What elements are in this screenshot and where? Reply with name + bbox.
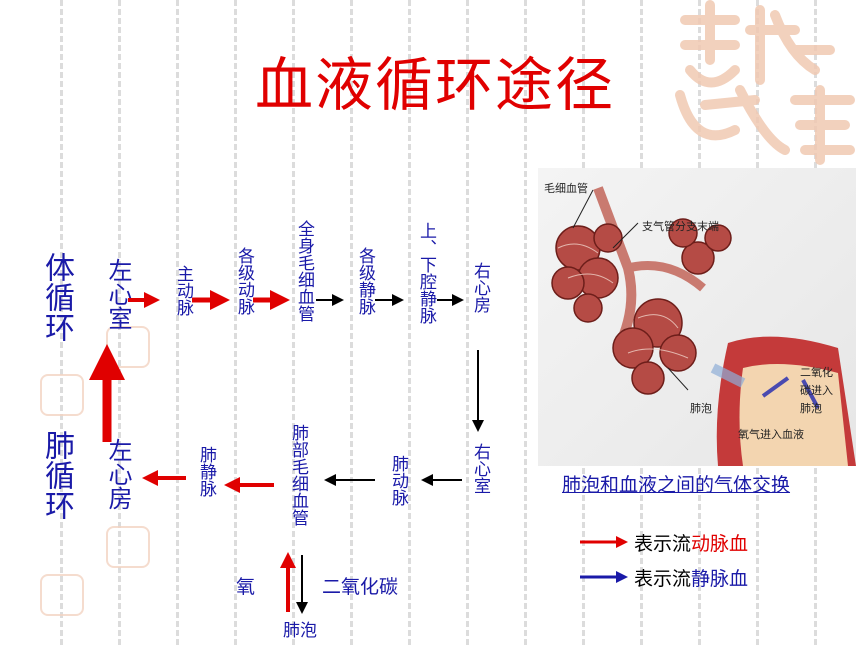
node-aorta: 主动脉 [173, 265, 193, 316]
node-pulmonary-vein: 肺静脉 [196, 446, 216, 497]
legend-arterial: 表示流动脉血 [634, 529, 748, 556]
node-veins: 各级静脉 [355, 247, 375, 315]
decorative-seal-art [675, 0, 855, 165]
legend-venous-prefix: 表示流 [634, 568, 692, 590]
legend-venous: 表示流静脉血 [634, 564, 748, 591]
node-left-atrium: 左心房 [104, 438, 132, 510]
small-seal-icon [106, 526, 150, 568]
pulmonary-circulation-label: 肺循环 [39, 430, 74, 520]
legend-venous-word: 静脉血 [691, 568, 749, 590]
node-pulmonary-artery: 肺动脉 [388, 455, 408, 506]
illustration-caption[interactable]: 肺泡和血液之间的气体交换 [562, 474, 791, 496]
systemic-circulation-label: 体循环 [39, 252, 74, 342]
o2-callout: 氧气进入血液 [738, 428, 804, 441]
node-right-atrium: 右心房 [470, 262, 490, 313]
legend-arterial-prefix: 表示流 [634, 533, 692, 555]
small-seal-icon [40, 574, 84, 616]
alveolus-illustration: 毛细血管 支气管分支末端 肺泡 二氧化碳进入肺泡 氧气进入血液 [538, 168, 856, 466]
oxygen-label: 氧 [236, 576, 256, 598]
bronchiole-callout: 支气管分支末端 [642, 220, 719, 233]
co2-label: 二氧化碳 [322, 576, 399, 598]
alveolus-label: 肺泡 [283, 621, 317, 641]
page-title: 血液循环途径 [254, 51, 615, 119]
node-right-ventricle: 右心室 [470, 443, 490, 494]
node-body-capillaries: 全身毛细血管 [294, 220, 314, 322]
capillary-callout: 毛细血管 [544, 182, 588, 195]
alveolus-callout: 肺泡 [690, 402, 712, 415]
co2-callout: 二氧化碳进入肺泡 [800, 366, 833, 415]
node-vena-cava: 上、下腔静脉 [416, 222, 436, 324]
small-seal-icon [40, 374, 84, 416]
alveolus-drawing [551, 186, 856, 466]
node-left-ventricle: 左心室 [104, 258, 132, 330]
legend-arterial-word: 动脉血 [691, 533, 749, 555]
node-arteries: 各级动脉 [234, 247, 254, 315]
node-lung-capillaries: 肺部毛细血管 [288, 424, 308, 526]
